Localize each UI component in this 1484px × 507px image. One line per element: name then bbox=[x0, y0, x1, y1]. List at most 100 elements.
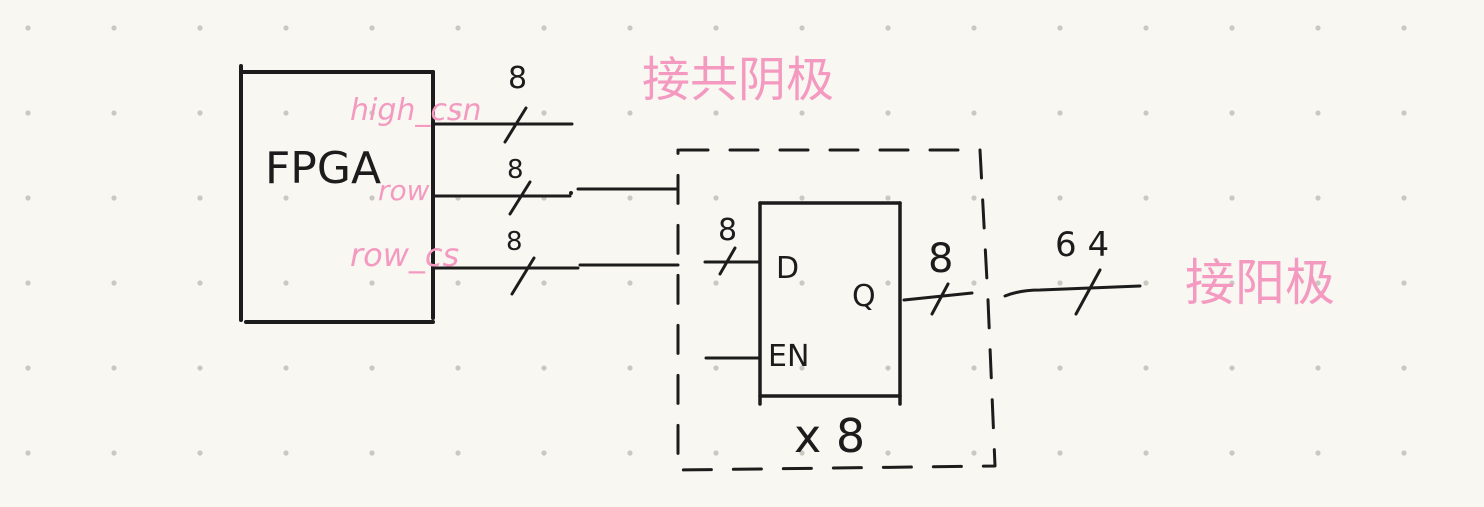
grid-dot bbox=[1143, 195, 1149, 201]
grid-dot bbox=[111, 25, 117, 31]
grid-dot bbox=[25, 25, 31, 31]
signal-bus-row-cs: 8 bbox=[431, 227, 680, 296]
grid-dot bbox=[1229, 25, 1235, 31]
grid-dot bbox=[799, 195, 805, 201]
grid-dot bbox=[25, 110, 31, 116]
grid-dot bbox=[971, 280, 977, 286]
grid-dot bbox=[971, 450, 977, 456]
fpga-block: FPGA bbox=[239, 64, 435, 324]
grid-dot bbox=[1229, 110, 1235, 116]
grid-dot bbox=[111, 450, 117, 456]
grid-dot bbox=[283, 365, 289, 371]
grid-dot bbox=[1229, 365, 1235, 371]
grid-dot bbox=[885, 195, 891, 201]
grid-dot bbox=[369, 365, 375, 371]
grid-dot bbox=[1057, 450, 1063, 456]
grid-dot bbox=[111, 365, 117, 371]
grid-dot bbox=[111, 280, 117, 286]
grid-dot bbox=[799, 25, 805, 31]
grid-dot bbox=[455, 110, 461, 116]
grid-dot bbox=[25, 450, 31, 456]
latch-d-input: 8 bbox=[703, 213, 762, 276]
grid-dot bbox=[283, 25, 289, 31]
grid-dot bbox=[1401, 25, 1407, 31]
grid-dot bbox=[197, 110, 203, 116]
grid-dot bbox=[1057, 110, 1063, 116]
grid-dot bbox=[197, 195, 203, 201]
grid-dot bbox=[1143, 25, 1149, 31]
grid-dot bbox=[799, 110, 805, 116]
grid-dot bbox=[25, 365, 31, 371]
latch-q-output: 8 bbox=[902, 236, 974, 316]
grid-dot bbox=[1401, 280, 1407, 286]
grid-dot bbox=[1143, 450, 1149, 456]
grid-dot bbox=[1229, 195, 1235, 201]
grid-dot bbox=[1057, 365, 1063, 371]
dot-grid bbox=[25, 25, 1407, 456]
grid-dot bbox=[885, 25, 891, 31]
grid-dot bbox=[455, 450, 461, 456]
grid-dot bbox=[627, 110, 633, 116]
grid-dot bbox=[369, 450, 375, 456]
grid-dot bbox=[627, 450, 633, 456]
grid-dot bbox=[455, 365, 461, 371]
signal-bus-high-csn: 8 bbox=[431, 61, 574, 144]
grid-dot bbox=[971, 110, 977, 116]
grid-dot bbox=[713, 450, 719, 456]
grid-dot bbox=[713, 110, 719, 116]
grid-dot bbox=[627, 365, 633, 371]
grid-dot bbox=[713, 25, 719, 31]
output-bus-width: 6 4 bbox=[1055, 225, 1109, 265]
grid-dot bbox=[1401, 365, 1407, 371]
signal-label-row: row bbox=[378, 174, 430, 207]
grid-dot bbox=[369, 110, 375, 116]
fpga-label: FPGA bbox=[265, 143, 381, 194]
grid-dot bbox=[627, 280, 633, 286]
grid-dot bbox=[799, 365, 805, 371]
output-bus: 6 4 bbox=[1003, 225, 1142, 316]
grid-dot bbox=[1401, 450, 1407, 456]
grid-dot bbox=[627, 25, 633, 31]
grid-dot bbox=[541, 280, 547, 286]
bus-slash-high-csn bbox=[503, 106, 528, 144]
grid-dot bbox=[1401, 110, 1407, 116]
grid-dot bbox=[885, 280, 891, 286]
grid-dot bbox=[971, 25, 977, 31]
grid-dot bbox=[713, 365, 719, 371]
grid-dot bbox=[25, 195, 31, 201]
grid-dot bbox=[369, 25, 375, 31]
grid-dot bbox=[197, 280, 203, 286]
grid-dot bbox=[799, 450, 805, 456]
d-latch-block: D Q EN bbox=[758, 201, 902, 406]
grid-dot bbox=[885, 365, 891, 371]
annotation-anode: 接阳极 bbox=[1185, 254, 1335, 312]
grid-dot bbox=[885, 110, 891, 116]
grid-dot bbox=[283, 195, 289, 201]
grid-dot bbox=[197, 450, 203, 456]
grid-dot bbox=[111, 110, 117, 116]
bus-width-high-csn: 8 bbox=[508, 61, 527, 96]
grid-dot bbox=[1229, 280, 1235, 286]
latch-en-label: EN bbox=[768, 339, 809, 374]
grid-dot bbox=[713, 280, 719, 286]
grid-dot bbox=[369, 280, 375, 286]
latch-q-label: Q bbox=[852, 279, 876, 314]
grid-dot bbox=[455, 280, 461, 286]
grid-dot bbox=[1401, 195, 1407, 201]
bus-width-row-cs: 8 bbox=[506, 227, 523, 257]
grid-dot bbox=[1229, 450, 1235, 456]
grid-dot bbox=[541, 110, 547, 116]
grid-dot bbox=[713, 195, 719, 201]
grid-dot bbox=[971, 195, 977, 201]
grid-dot bbox=[1057, 25, 1063, 31]
grid-dot bbox=[885, 450, 891, 456]
grid-dot bbox=[1143, 365, 1149, 371]
grid-dot bbox=[1315, 25, 1321, 31]
grid-dot bbox=[283, 280, 289, 286]
bus-slash-row bbox=[508, 180, 532, 216]
latch-d-width: 8 bbox=[718, 213, 737, 248]
grid-dot bbox=[25, 280, 31, 286]
latch-array-boundary bbox=[676, 148, 997, 472]
grid-dot bbox=[369, 195, 375, 201]
latch-multiplier: x 8 bbox=[794, 409, 865, 463]
